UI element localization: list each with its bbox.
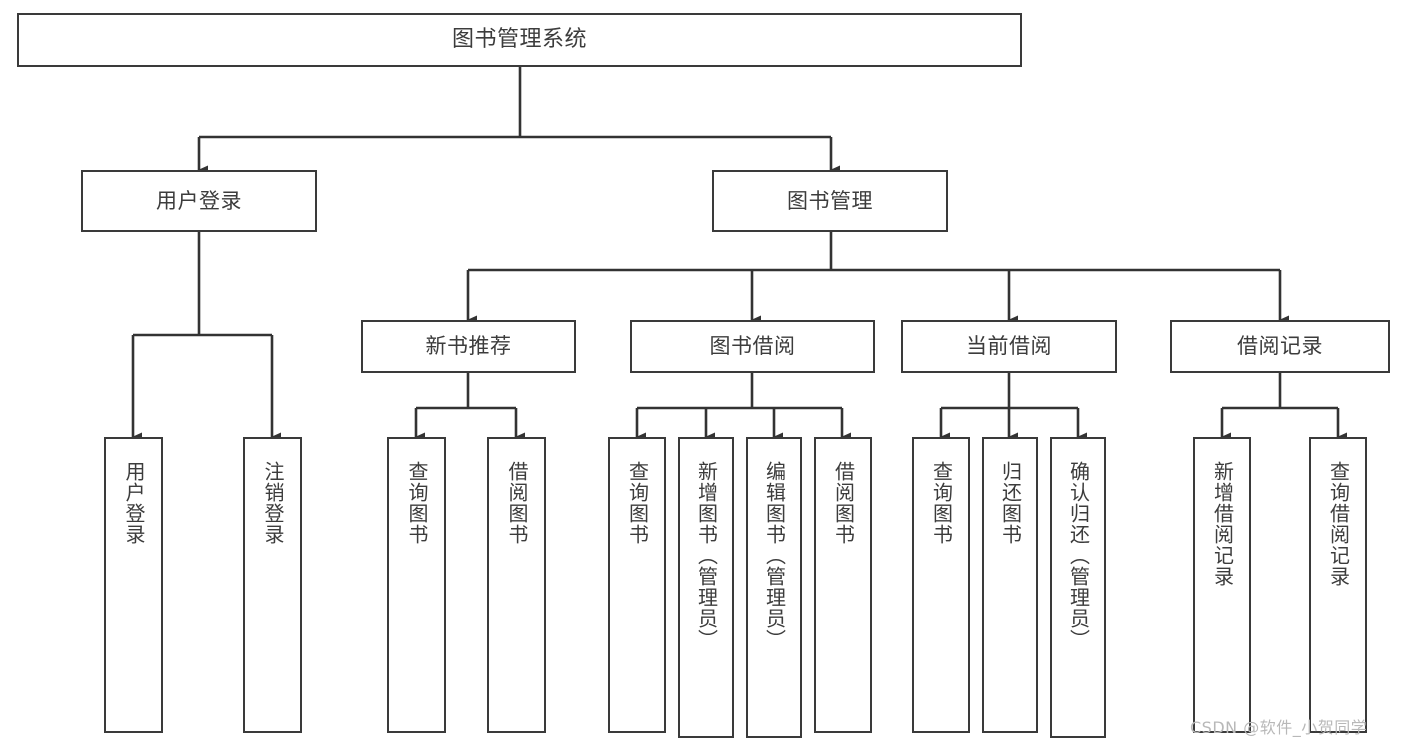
leaf-new-book-query[interactable]: 查询图书 [387,437,446,733]
node-borrow-record[interactable]: 借阅记录 [1170,320,1390,373]
node-root-system[interactable]: 图书管理系统 [17,13,1022,67]
leaf-new-book-borrow[interactable]: 借阅图书 [487,437,546,733]
node-new-book-recommend-label: 新书推荐 [425,334,512,359]
leaf-user-login-logout[interactable]: 注销登录 [243,437,302,733]
leaf-user-login-login-label: 用户登录 [122,461,146,545]
leaf-new-book-query-label: 查询图书 [405,461,429,545]
leaf-current-borrow-return-label: 归还图书 [998,461,1023,545]
node-user-login[interactable]: 用户登录 [81,170,317,232]
leaf-current-borrow-confirm-label: 确认归还（管理员） [1066,461,1091,650]
node-user-login-label: 用户登录 [156,188,242,213]
node-book-management[interactable]: 图书管理 [712,170,948,232]
leaf-current-borrow-confirm[interactable]: 确认归还（管理员） [1050,437,1106,738]
leaf-book-borrow-add-label: 新增图书（管理员） [694,461,719,650]
node-book-borrow[interactable]: 图书借阅 [630,320,875,373]
leaf-new-book-borrow-label: 借阅图书 [505,461,529,545]
leaf-current-borrow-query-label: 查询图书 [929,461,954,545]
node-borrow-record-label: 借阅记录 [1237,334,1323,359]
leaf-book-borrow-query-label: 查询图书 [625,461,650,545]
leaf-borrow-record-query[interactable]: 查询借阅记录 [1309,437,1367,733]
node-book-management-label: 图书管理 [787,188,873,213]
node-book-borrow-label: 图书借阅 [709,334,796,359]
watermark-text: CSDN @软件_小贺同学 [1190,718,1368,737]
leaf-user-login-login[interactable]: 用户登录 [104,437,163,733]
leaf-borrow-record-add-label: 新增借阅记录 [1210,461,1235,587]
leaf-current-borrow-return[interactable]: 归还图书 [982,437,1038,733]
leaf-book-borrow-add[interactable]: 新增图书（管理员） [678,437,734,738]
leaf-book-borrow-query[interactable]: 查询图书 [608,437,666,733]
node-current-borrow[interactable]: 当前借阅 [901,320,1117,373]
leaf-user-login-logout-label: 注销登录 [261,461,285,545]
node-new-book-recommend[interactable]: 新书推荐 [361,320,576,373]
leaf-book-borrow-edit[interactable]: 编辑图书（管理员） [746,437,802,738]
leaf-borrow-record-add[interactable]: 新增借阅记录 [1193,437,1251,733]
leaf-book-borrow-borrow[interactable]: 借阅图书 [814,437,872,733]
leaf-book-borrow-borrow-label: 借阅图书 [831,461,856,545]
leaf-current-borrow-query[interactable]: 查询图书 [912,437,970,733]
node-current-borrow-label: 当前借阅 [966,334,1052,359]
node-root-system-label: 图书管理系统 [451,27,587,53]
leaf-book-borrow-edit-label: 编辑图书（管理员） [762,461,787,650]
leaf-borrow-record-query-label: 查询借阅记录 [1326,461,1351,587]
